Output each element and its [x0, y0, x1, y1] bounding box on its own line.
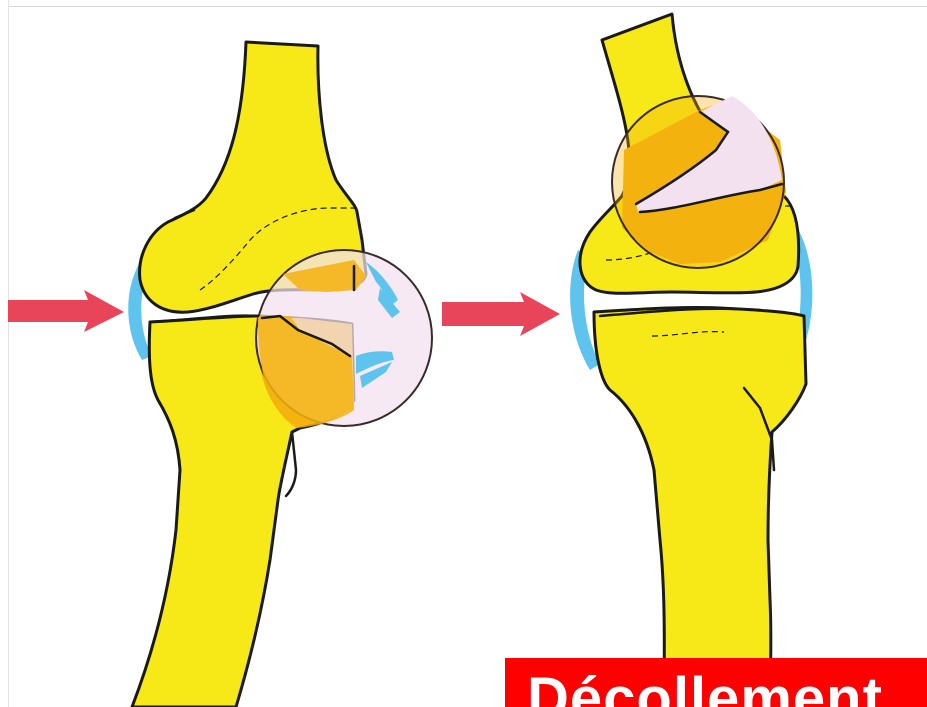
right-knee — [570, 14, 812, 707]
force-arrow-icon — [442, 292, 560, 336]
left-knee — [128, 42, 432, 707]
caption-text: Décollement — [527, 670, 883, 707]
force-arrow-icon — [8, 290, 124, 332]
caption-box: Décollement — [505, 658, 927, 707]
right-tibia — [594, 307, 806, 707]
